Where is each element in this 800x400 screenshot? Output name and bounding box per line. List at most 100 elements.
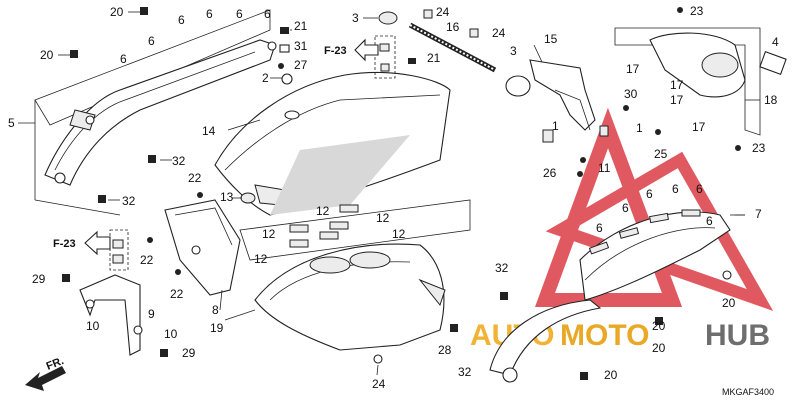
mudguard-left — [147, 192, 256, 296]
callout-label: 8 — [212, 303, 219, 317]
callout-label: 23 — [690, 4, 704, 18]
callout-label: 12 — [376, 211, 390, 225]
front-direction-arrow — [25, 366, 66, 391]
inner-fender-shell — [254, 243, 445, 351]
small-parts-upper — [278, 27, 416, 85]
grommet-13 — [240, 192, 256, 204]
callout-label: 21 — [294, 19, 308, 33]
callout-label: 6 — [696, 182, 703, 196]
callout-label: 21 — [427, 51, 441, 65]
reference-arrow-lower — [84, 230, 111, 256]
callout-label: 6 — [206, 7, 213, 21]
license-bracket — [529, 59, 629, 177]
rail-box-top — [34, 9, 271, 126]
callout-label: 17 — [626, 62, 640, 76]
callout-label: 6 — [264, 7, 271, 21]
rail-body — [44, 39, 276, 186]
callout-label: 20 — [110, 5, 124, 19]
callout-label: 27 — [294, 58, 308, 72]
callout-label: 6 — [622, 201, 629, 215]
callout-label: 17 — [670, 93, 684, 107]
rear-fender — [214, 72, 451, 216]
callout-label: 14 — [202, 124, 216, 138]
reflector-4 — [759, 51, 787, 75]
callout-label: 5 — [8, 116, 15, 130]
callout-label: 22 — [170, 287, 184, 301]
callout-label: 12 — [254, 252, 268, 266]
callout-label: 11 — [598, 161, 611, 175]
lower-bracket-right — [450, 292, 663, 383]
callout-label: 24 — [372, 377, 386, 391]
fender-texture — [270, 135, 410, 215]
callout-labels: 20 6 6 6 6 6 6 20 5 32 32 21 31 27 2 14 … — [8, 4, 779, 391]
watermark-word-hub: HUB — [705, 319, 770, 352]
cap-3-upper — [378, 11, 398, 25]
callout-label: 18 — [764, 93, 778, 107]
callout-label: 31 — [294, 39, 308, 53]
callout-label: 3 — [510, 44, 517, 58]
callout-label: 20 — [604, 368, 618, 382]
inner-fender — [239, 199, 471, 364]
cap-3-lower — [505, 75, 531, 97]
callout-label: 6 — [596, 221, 603, 235]
callout-label: 32 — [122, 194, 136, 208]
fender-shell — [214, 72, 451, 216]
callout-label: 10 — [164, 327, 178, 341]
callout-label: 2 — [262, 71, 269, 85]
tail-light-housing — [649, 32, 746, 98]
callout-label: 6 — [646, 187, 653, 201]
reference-label-lower: F-23 — [53, 238, 76, 250]
callout-label: 1 — [636, 121, 643, 135]
callout-label: 13 — [220, 190, 234, 204]
callout-label: 6 — [120, 52, 127, 66]
callout-label: 22 — [188, 171, 202, 185]
side-cover-right — [579, 209, 745, 301]
callout-label: 24 — [492, 26, 506, 40]
callout-label: 28 — [438, 343, 452, 357]
callout-label: 32 — [172, 154, 186, 168]
grommet-2 — [281, 73, 293, 85]
callout-label: 6 — [148, 34, 155, 48]
callout-label: 25 — [654, 147, 668, 161]
callout-label: 9 — [148, 307, 155, 321]
callout-label: 22 — [140, 253, 154, 267]
callout-label: 12 — [316, 204, 330, 218]
callout-label: 23 — [752, 141, 766, 155]
callout-label: 32 — [495, 261, 509, 275]
harness-assembly — [378, 9, 531, 97]
callout-label: 32 — [458, 365, 472, 379]
callout-label: 12 — [262, 227, 276, 241]
callout-label: 3 — [352, 11, 359, 25]
callout-label: 29 — [32, 272, 46, 286]
callout-label: 19 — [210, 321, 224, 335]
grab-rail-left — [34, 9, 277, 216]
callout-label: 15 — [544, 32, 558, 46]
callout-label: 10 — [86, 319, 100, 333]
callout-label: 20 — [722, 296, 736, 310]
reference-label-upper: F-23 — [324, 45, 347, 57]
callout-label: 6 — [178, 13, 185, 27]
callout-label: 20 — [40, 48, 54, 62]
callout-label: 1 — [552, 119, 559, 133]
callout-label: 24 — [436, 5, 450, 19]
cover-shell — [579, 211, 731, 301]
callout-label: 4 — [772, 35, 779, 49]
tail-light-assembly — [614, 7, 787, 151]
callout-label: 6 — [672, 182, 679, 196]
diagram-code: MKGAF3400 — [722, 387, 774, 397]
reference-arrow-upper — [354, 38, 379, 62]
callout-label: 20 — [652, 341, 666, 355]
leader-lines — [18, 11, 760, 376]
callout-label: 16 — [446, 20, 460, 34]
stay-bracket — [62, 229, 168, 357]
callout-label: 17 — [670, 78, 684, 92]
callout-label: 12 — [392, 227, 406, 241]
callout-label: 20 — [652, 319, 666, 333]
callout-label: 6 — [706, 214, 713, 228]
callout-label: 6 — [236, 7, 243, 21]
watermark-word-moto: MOTO — [560, 319, 649, 352]
callout-label: 29 — [182, 346, 196, 360]
callout-label: 30 — [624, 87, 638, 101]
callout-label: 7 — [755, 207, 762, 221]
